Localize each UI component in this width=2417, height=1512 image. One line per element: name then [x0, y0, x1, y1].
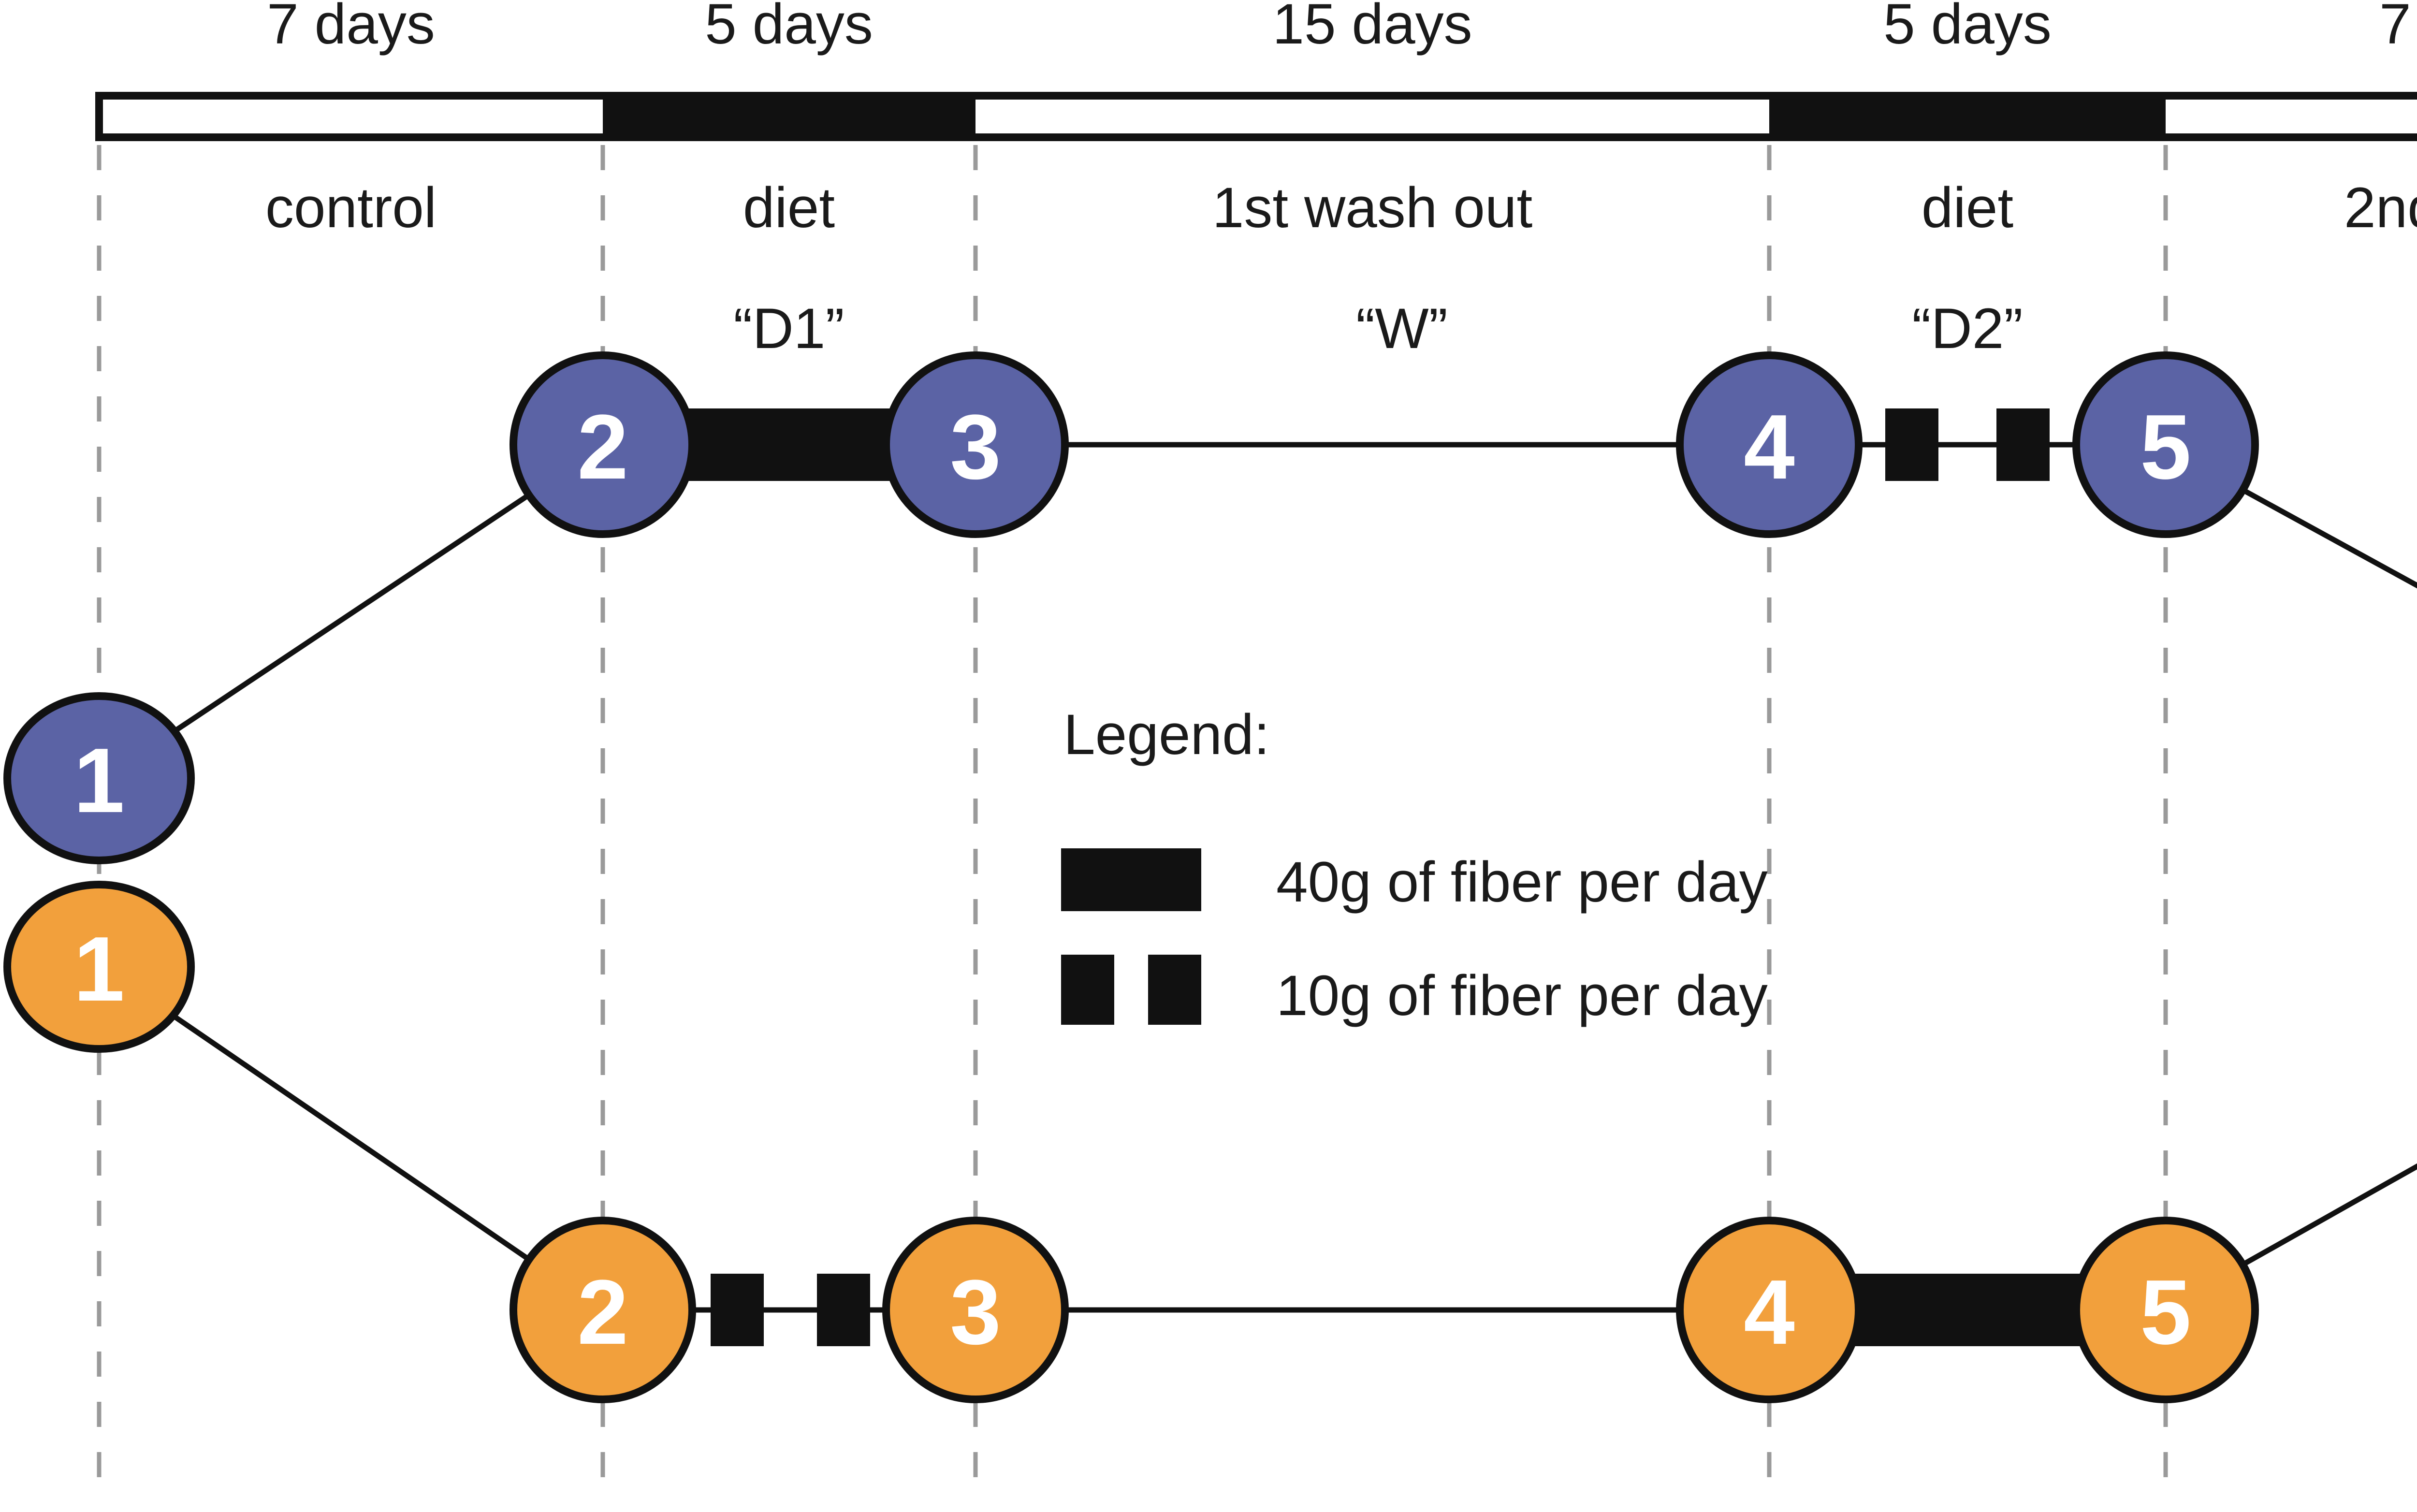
orange-node-4-label: 4	[1744, 1261, 1795, 1364]
orange-node-2-shape[interactable]	[510, 1217, 696, 1403]
blue-node-2-label: 2	[577, 396, 628, 498]
timeline-bar	[95, 92, 2417, 141]
blue-node-2[interactable]: 2	[510, 351, 696, 538]
timeline-bar-segment-diet-2	[1769, 96, 2166, 137]
phase-labels: control diet 1st wash out diet 2nd wash …	[265, 176, 2417, 240]
blue-node-1-label: 1	[73, 729, 125, 832]
phase-label-diet-2: diet	[1922, 176, 2013, 240]
blue-edge-1-2	[153, 481, 548, 747]
legend-title: Legend:	[1063, 703, 1270, 767]
legend-swatch-dashed-square-a	[1061, 955, 1114, 1025]
legend-swatch-solid-bar	[1061, 848, 1201, 911]
duration-label-1: 7 days	[267, 0, 435, 56]
duration-label-5: 7 days	[2379, 0, 2417, 56]
blue-node-5[interactable]: 5	[2072, 351, 2259, 538]
duration-label-4: 5 days	[1883, 0, 2052, 56]
period-code-w: “W”	[1356, 297, 1448, 361]
orange-node-5-shape[interactable]	[2072, 1217, 2259, 1403]
orange-node-2[interactable]: 2	[510, 1217, 696, 1403]
orange-node-3[interactable]: 3	[882, 1217, 1069, 1403]
phase-label-control: control	[265, 176, 437, 240]
blue-node-3[interactable]: 3	[882, 351, 1069, 538]
orange-node-3-shape[interactable]	[882, 1217, 1069, 1403]
blue-edge-4-5-square-b	[1996, 408, 2050, 481]
legend-swatch-dashed-square-b	[1148, 955, 1201, 1025]
orange-edge-1-2	[153, 1001, 548, 1274]
blue-node-3-shape[interactable]	[882, 351, 1069, 538]
orange-node-1-label: 1	[73, 918, 125, 1020]
phase-label-washout-2: 2nd wash out	[2344, 176, 2417, 240]
legend-label-40g: 40g of fiber per day	[1276, 850, 1768, 914]
legend-item-10g: 10g of fiber per day	[1061, 955, 1768, 1028]
blue-node-2-shape[interactable]	[510, 351, 696, 538]
blue-edge-5-6	[2229, 481, 2417, 589]
phase-label-washout-1: 1st wash out	[1212, 176, 1532, 240]
orange-node-4[interactable]: 4	[1676, 1217, 1863, 1403]
blue-node-4-shape[interactable]	[1676, 351, 1863, 538]
blue-node-4[interactable]: 4	[1676, 351, 1863, 538]
blue-node-3-label: 3	[950, 396, 1001, 498]
period-code-labels: “D1” “W” “D2”	[733, 297, 2023, 361]
timeline-bar-segment-diet-1	[603, 96, 976, 137]
legend: Legend: 40g of fiber per day 10g of fibe…	[1061, 703, 1768, 1028]
orange-edge-2-3-10g	[677, 1274, 909, 1346]
phase-label-diet-1: diet	[743, 176, 835, 240]
blue-edge-2-3-40g	[682, 408, 902, 481]
blue-edge-4-5-square-a	[1885, 408, 1938, 481]
blue-node-4-label: 4	[1744, 396, 1795, 498]
orange-node-1-shape[interactable]	[3, 881, 195, 1053]
orange-edge-2-3-square-b	[817, 1274, 870, 1346]
orange-node-5-label: 5	[2140, 1261, 2191, 1364]
duration-label-2: 5 days	[705, 0, 873, 56]
period-code-d1: “D1”	[733, 297, 844, 361]
orange-edge-5-6	[2229, 1163, 2417, 1274]
orange-node-1[interactable]: 1	[3, 881, 195, 1053]
orange-node-5[interactable]: 5	[2072, 1217, 2259, 1403]
legend-item-40g: 40g of fiber per day	[1061, 848, 1768, 914]
orange-edge-2-3-square-a	[711, 1274, 764, 1346]
blue-edge-4-5-10g	[1847, 408, 2088, 481]
blue-node-5-shape[interactable]	[2072, 351, 2259, 538]
blue-node-1-shape[interactable]	[3, 692, 195, 864]
legend-label-10g: 10g of fiber per day	[1276, 964, 1768, 1028]
blue-node-1[interactable]: 1	[3, 692, 195, 864]
blue-arm: 1 2 3 4 5 6	[3, 351, 2417, 864]
orange-node-2-label: 2	[577, 1261, 628, 1364]
duration-label-3: 15 days	[1272, 0, 1472, 56]
period-code-d2: “D2”	[1912, 297, 2023, 361]
duration-labels: 7 days 5 days 15 days 5 days 7 days	[267, 0, 2417, 56]
orange-arm: 1 2 3 4 5 6	[3, 881, 2417, 1403]
orange-node-3-label: 3	[950, 1261, 1001, 1364]
blue-node-5-label: 5	[2140, 396, 2191, 498]
orange-node-4-shape[interactable]	[1676, 1217, 1863, 1403]
